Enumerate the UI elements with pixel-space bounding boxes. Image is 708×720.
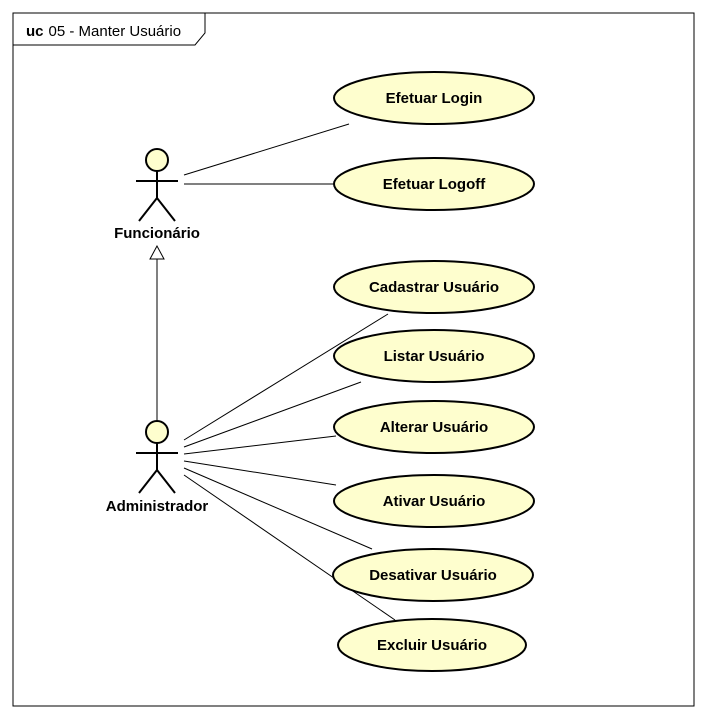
actor-stick-figure-icon <box>136 148 178 222</box>
relationships-layer <box>149 123 396 621</box>
use-case-label: Excluir Usuário <box>377 637 487 654</box>
use-case-ellipse <box>333 474 535 528</box>
association-line-administrador-alterar <box>183 435 337 455</box>
actor-label: Administrador <box>106 498 209 515</box>
generalization-arrowhead-icon <box>149 244 165 260</box>
association-line-administrador-listar <box>183 381 362 448</box>
use-case-ellipse <box>333 329 535 383</box>
use-case-alterar[interactable]: Alterar Usuário <box>333 400 535 454</box>
use-case-ellipse <box>333 157 535 211</box>
use-case-label: Alterar Usuário <box>380 419 488 436</box>
frame-title: uc 05 - Manter Usuário <box>26 23 181 40</box>
use-case-ellipse <box>332 548 534 602</box>
use-case-ellipse <box>333 260 535 314</box>
actor-administrador[interactable]: Administrador <box>106 420 209 515</box>
frame-tab <box>12 12 206 46</box>
association-line-funcionario-login <box>183 123 350 176</box>
use-case-label: Cadastrar Usuário <box>369 279 499 296</box>
diagram-frame: uc 05 - Manter Usuário <box>12 12 695 707</box>
use-case-ellipse <box>333 400 535 454</box>
association-line-administrador-desativar <box>183 467 373 550</box>
use-case-ellipse <box>333 71 535 125</box>
use-case-excluir[interactable]: Excluir Usuário <box>337 618 527 672</box>
frame-border <box>12 12 695 707</box>
use-case-label: Efetuar Logoff <box>383 176 486 193</box>
use-case-listar[interactable]: Listar Usuário <box>333 329 535 383</box>
association-line-administrador-ativar <box>183 460 337 486</box>
use-case-desativar[interactable]: Desativar Usuário <box>332 548 534 602</box>
use-case-label: Efetuar Login <box>386 90 483 107</box>
actor-label: Funcionário <box>114 225 200 242</box>
use-case-ellipse <box>337 618 527 672</box>
association-line-administrador-cadastrar <box>183 313 389 441</box>
use-case-logoff[interactable]: Efetuar Logoff <box>333 157 535 211</box>
use-case-ativar[interactable]: Ativar Usuário <box>333 474 535 528</box>
use-case-login[interactable]: Efetuar Login <box>333 71 535 125</box>
actor-stick-figure-icon <box>136 420 178 494</box>
use-case-label: Listar Usuário <box>384 348 485 365</box>
use-case-cadastrar[interactable]: Cadastrar Usuário <box>333 260 535 314</box>
frame-name: 05 - Manter Usuário <box>49 23 182 40</box>
association-line-administrador-excluir <box>183 474 396 621</box>
frame-keyword: uc <box>26 23 44 40</box>
use-case-label: Ativar Usuário <box>383 493 486 510</box>
actor-funcionario[interactable]: Funcionário <box>114 148 200 242</box>
use-case-label: Desativar Usuário <box>369 567 497 584</box>
